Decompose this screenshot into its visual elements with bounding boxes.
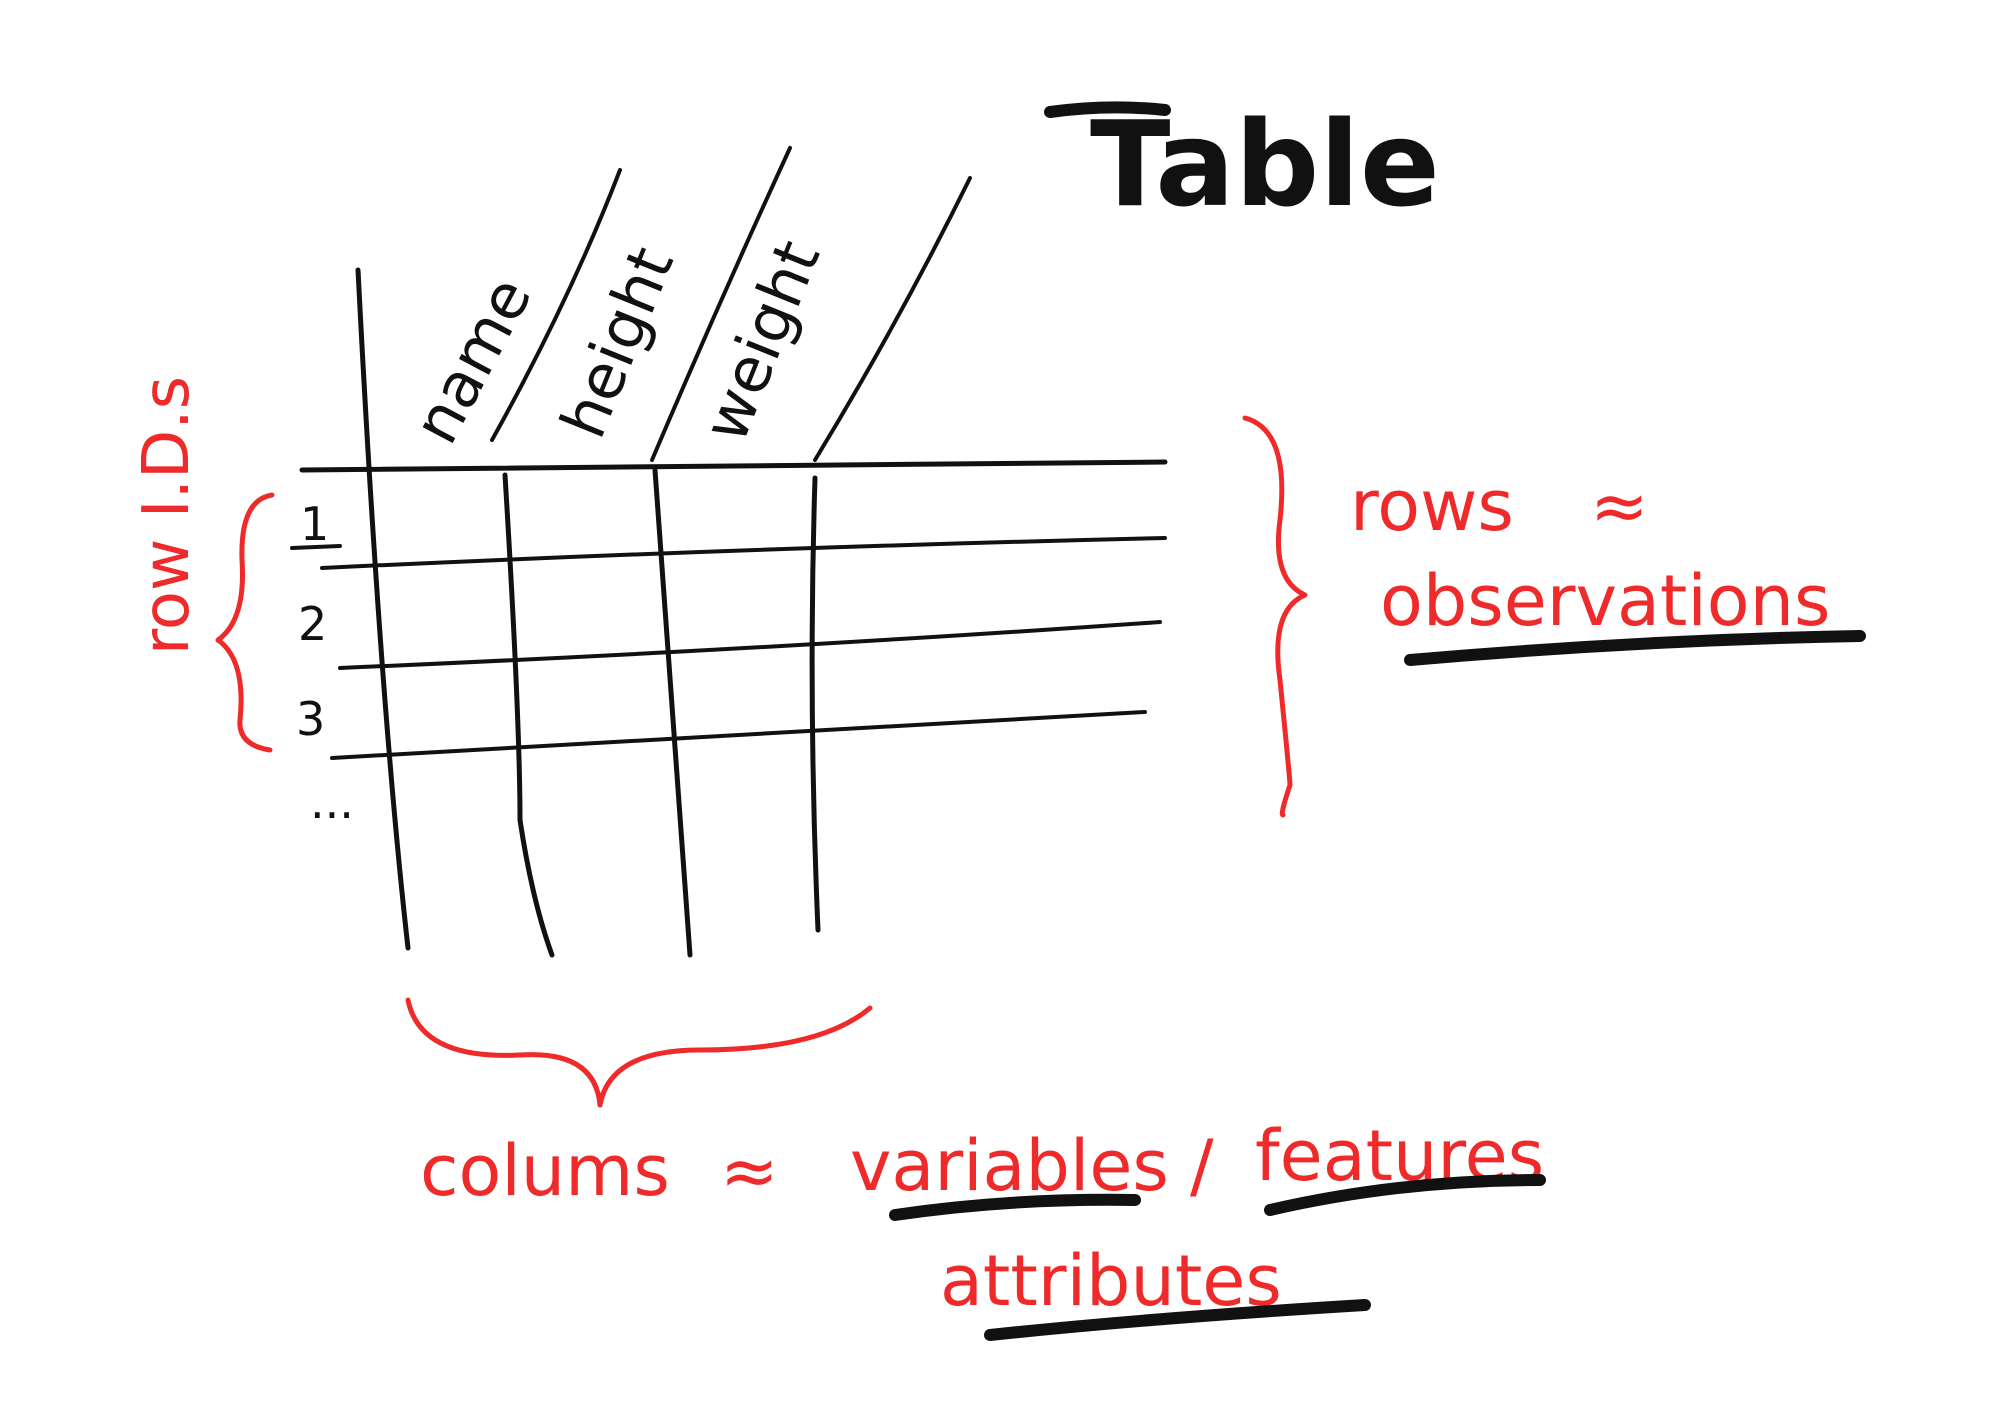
title-top-stroke — [1044, 101, 1171, 118]
row-id-2: 2 — [298, 597, 327, 651]
row-id-1: 1 — [300, 497, 329, 551]
column-line-height — [652, 467, 693, 958]
row-id-ellipsis: ... — [310, 775, 354, 829]
column-header-weight: weight — [688, 230, 834, 451]
features-underline — [1264, 1174, 1546, 1216]
rows-brace — [1242, 415, 1308, 818]
column-header-name: name — [399, 266, 546, 456]
row-line-3 — [330, 710, 1147, 760]
rows-approx: ≈ — [1590, 465, 1649, 547]
rowid-column-line — [355, 267, 411, 951]
column-line-name — [502, 472, 555, 958]
row-line-2 — [338, 620, 1162, 670]
variables-underline — [889, 1193, 1141, 1221]
header-divider-2 — [650, 146, 792, 462]
attributes-underline — [984, 1299, 1371, 1341]
rows-label: rows — [1350, 465, 1514, 547]
row-line-1 — [320, 536, 1167, 570]
column-header-height: height — [546, 237, 688, 448]
column-line-weight — [809, 475, 821, 933]
columns-label: colums — [420, 1130, 670, 1212]
diagram-title: Table — [1090, 95, 1440, 233]
rowid-brace — [215, 492, 275, 753]
observations-label: observations — [1380, 560, 1830, 642]
header-line — [299, 459, 1168, 473]
columns-brace — [405, 997, 873, 1108]
rowid-label: row I.D.s — [130, 376, 204, 655]
header-divider-1 — [490, 168, 622, 442]
row-id-3: 3 — [296, 692, 325, 746]
columns-approx: ≈ — [720, 1130, 779, 1212]
columns-slash: / — [1190, 1125, 1214, 1207]
variables-label: variables — [850, 1125, 1169, 1207]
row-id-1-underline — [290, 544, 342, 550]
observations-underline — [1404, 630, 1866, 666]
header-divider-3 — [813, 176, 972, 462]
